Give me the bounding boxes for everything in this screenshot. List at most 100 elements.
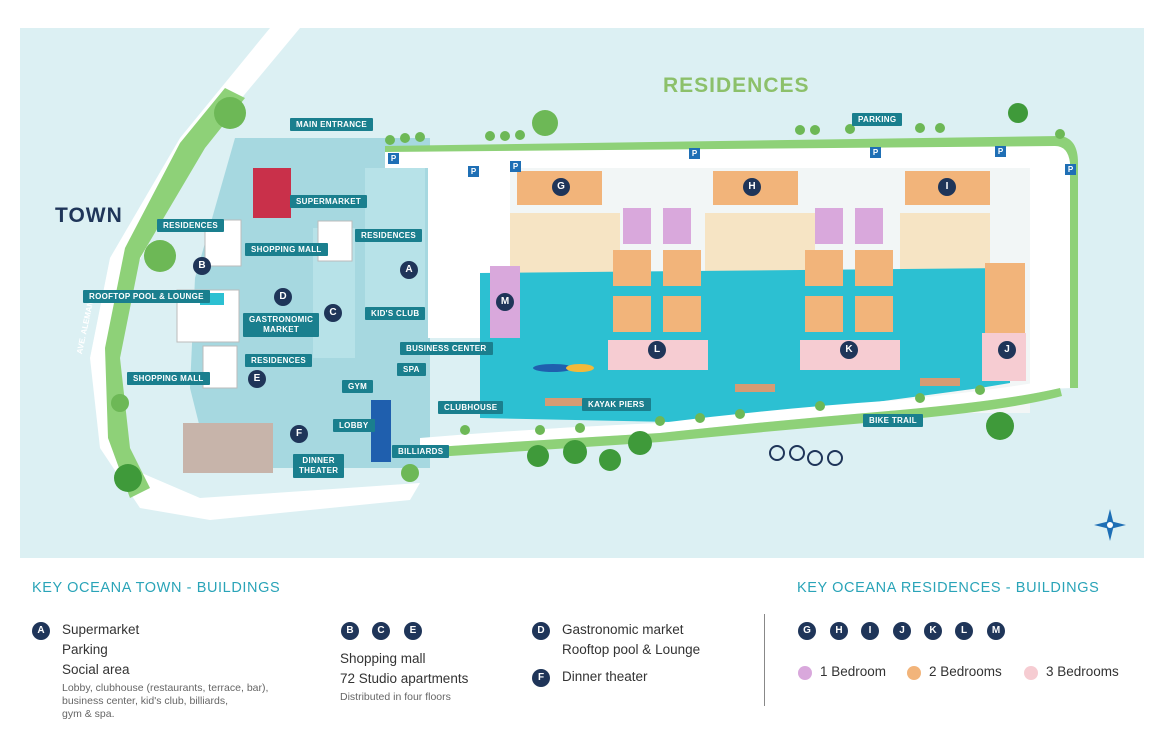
legend-a-line-1: Supermarket	[62, 622, 140, 637]
building-l-2	[663, 250, 701, 286]
pin-k[interactable]: K	[840, 341, 858, 359]
tree-icon	[111, 97, 558, 482]
site-map: TOWN RESIDENCES AVE. ALEMANIA MAIN ENTRA…	[20, 28, 1144, 558]
tag-kids-club: KID'S CLUB	[365, 307, 426, 320]
pin-m[interactable]: M	[496, 293, 514, 311]
pier-1	[545, 398, 605, 406]
legend-residences-title: KEY OCEANA RESIDENCES - BUILDINGS	[797, 580, 1100, 596]
label-3-bedrooms: 3 Bedrooms	[1046, 664, 1119, 679]
parking-icon: P	[468, 166, 479, 177]
legend-a-note: Lobby, clubhouse (restaurants, terrace, …	[62, 682, 269, 720]
legend-pin-m: M	[987, 622, 1005, 640]
tag-clubhouse: CLUBHOUSE	[438, 401, 504, 414]
pin-f[interactable]: F	[290, 425, 308, 443]
pin-l[interactable]: L	[648, 341, 666, 359]
palm-tree-icon	[114, 103, 1028, 492]
tag-billiards: BILLIARDS	[392, 445, 450, 458]
tag-gastronomic: GASTRONOMIC MARKET	[243, 313, 320, 337]
parking-icon: P	[995, 146, 1006, 157]
legend-pin-e: E	[404, 622, 422, 640]
pin-b[interactable]: B	[193, 257, 211, 275]
building-l-1	[613, 250, 651, 286]
building-j	[985, 263, 1025, 333]
building-g-pink	[623, 208, 651, 244]
pin-d[interactable]: D	[274, 288, 292, 306]
tag-business-center: BUSINESS CENTER	[400, 342, 493, 355]
pin-i[interactable]: I	[938, 178, 956, 196]
pin-j[interactable]: J	[998, 341, 1016, 359]
tag-lobby: LOBBY	[333, 419, 375, 432]
beach-g	[510, 213, 620, 275]
legend-pin-b: B	[341, 622, 359, 640]
tag-main-entrance: MAIN ENTRANCE	[290, 118, 374, 131]
legend-pin-g: G	[798, 622, 816, 640]
compass-rose-icon	[1094, 509, 1126, 541]
pier-3	[920, 378, 960, 386]
pin-c[interactable]: C	[324, 304, 342, 322]
building-k-4	[855, 296, 893, 332]
legend-pin-d: D	[532, 622, 550, 640]
residences-label: RESIDENCES	[663, 74, 810, 97]
legend-pin-k: K	[924, 622, 942, 640]
legend-d-line-1: Gastronomic market	[562, 622, 684, 637]
legend-bce-note: Distributed in four floors	[340, 691, 451, 703]
bicycle-icon	[769, 445, 843, 466]
kayak-icon	[533, 364, 594, 372]
pin-h[interactable]: H	[743, 178, 761, 196]
parking-icon: P	[510, 161, 521, 172]
building-g-pink2	[663, 208, 691, 244]
dinner-theater-building	[183, 423, 273, 473]
legend-town-title: KEY OCEANA TOWN - BUILDINGS	[32, 580, 281, 596]
pier-2	[735, 384, 775, 392]
tag-residences-c: RESIDENCES	[355, 229, 423, 242]
parking-icon: P	[689, 148, 700, 159]
legend-pin-i: I	[861, 622, 879, 640]
legend-divider	[764, 614, 765, 706]
hedge-row	[385, 123, 1065, 435]
legend-a-line-3: Social area	[62, 662, 130, 677]
tag-spa: SPA	[397, 363, 426, 376]
tag-supermarket: SUPERMARKET	[290, 195, 368, 208]
tag-shopping-mall-b: SHOPPING MALL	[245, 243, 328, 256]
parking-icon: P	[388, 153, 399, 164]
tag-parking: PARKING	[852, 113, 903, 126]
legend-bce-line-1: Shopping mall	[340, 651, 426, 666]
pin-e[interactable]: E	[248, 370, 266, 388]
supermarket-building	[253, 168, 291, 218]
legend-bce-line-2: 72 Studio apartments	[340, 671, 469, 686]
building-k-2	[855, 250, 893, 286]
building-k-p1	[815, 208, 843, 244]
label-1-bedroom: 1 Bedroom	[820, 664, 887, 679]
tag-dinner-theater: DINNER THEATER	[293, 454, 345, 478]
pin-a[interactable]: A	[400, 261, 418, 279]
legend-a-line-2: Parking	[62, 642, 108, 657]
swatch-3-bedrooms	[1024, 666, 1038, 680]
bike-trail-green	[420, 388, 1062, 458]
pin-g[interactable]: G	[552, 178, 570, 196]
legend-pin-a: A	[32, 622, 50, 640]
swatch-1-bedroom	[798, 666, 812, 680]
parking-icon: P	[870, 147, 881, 158]
beach-h	[705, 213, 815, 275]
legend-pin-l: L	[955, 622, 973, 640]
lobby-door	[371, 400, 391, 462]
tag-kayak-piers: KAYAK PIERS	[582, 398, 651, 411]
legend-pin-c: C	[372, 622, 390, 640]
building-k-3	[805, 296, 843, 332]
town-label: TOWN	[55, 204, 123, 227]
parking-icon: P	[1065, 164, 1076, 175]
building-l-4	[663, 296, 701, 332]
label-2-bedrooms: 2 Bedrooms	[929, 664, 1002, 679]
legend-pin-h: H	[830, 622, 848, 640]
ave-alemania-road	[90, 28, 420, 520]
building-k-p2	[855, 208, 883, 244]
tag-shopping-mall-e: SHOPPING MALL	[127, 372, 210, 385]
tag-gym: GYM	[342, 380, 374, 393]
beach-i	[900, 213, 990, 275]
map-artwork	[20, 28, 1144, 558]
building-k-1	[805, 250, 843, 286]
tag-rooftop: ROOFTOP POOL & LOUNGE	[83, 290, 210, 303]
building-l-3	[613, 296, 651, 332]
tag-residences-b: RESIDENCES	[157, 219, 225, 232]
legend-pin-j: J	[893, 622, 911, 640]
